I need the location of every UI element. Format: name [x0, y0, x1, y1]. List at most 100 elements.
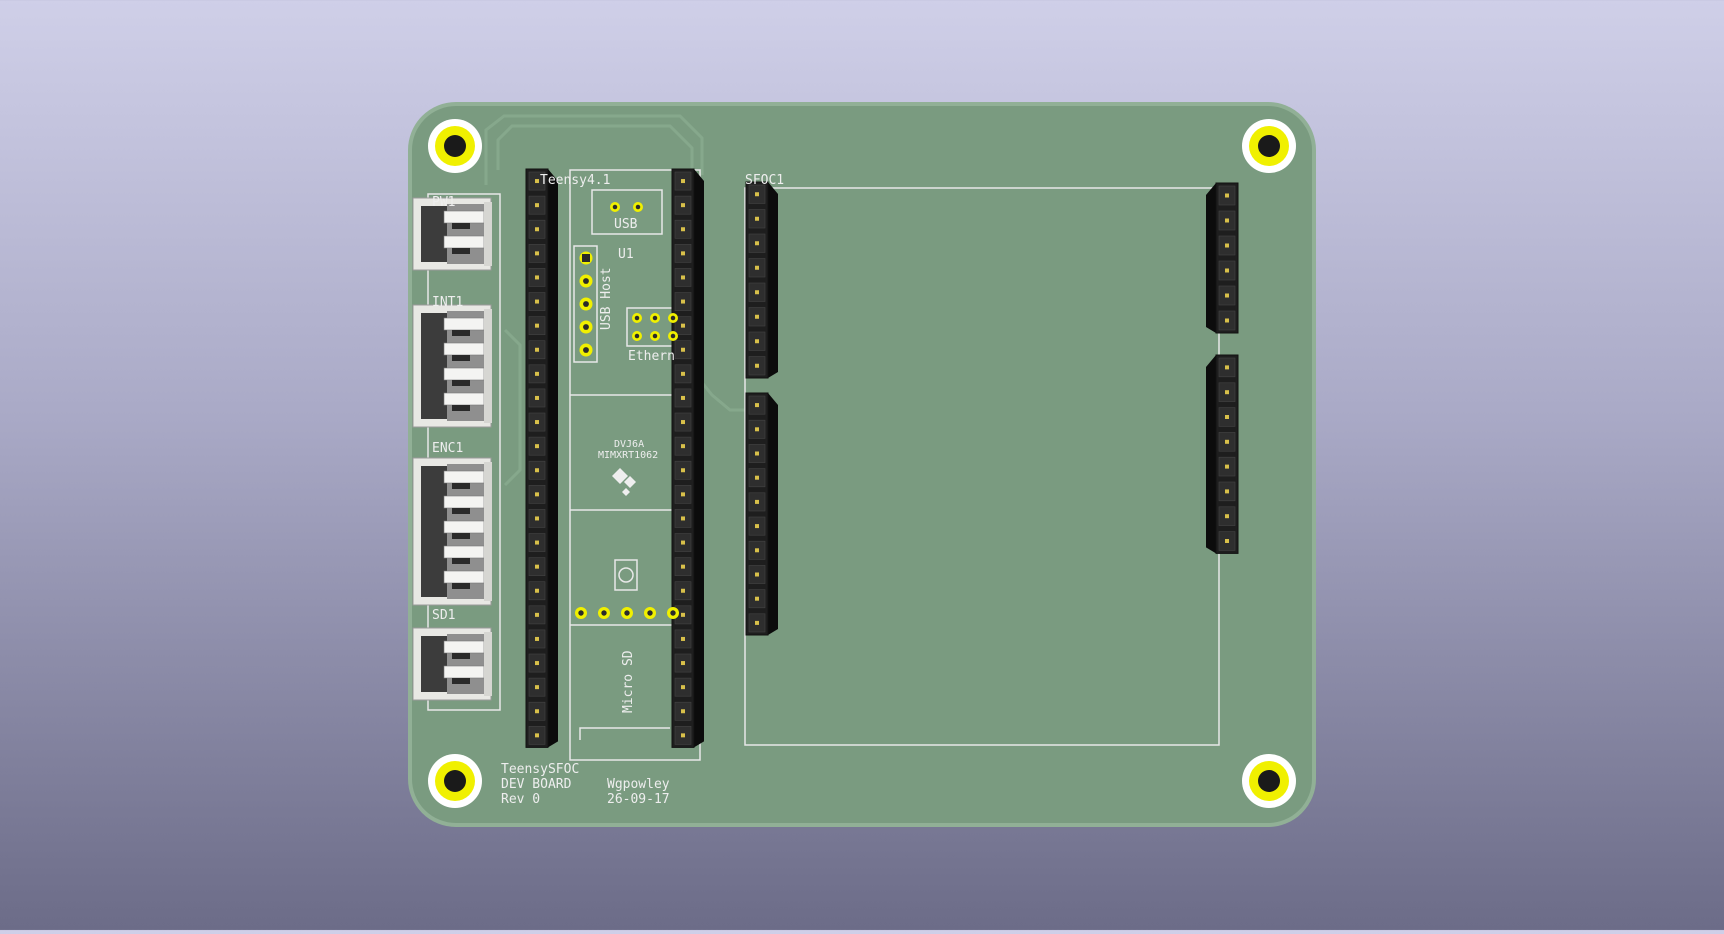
sfoc-left-lower-header [745, 392, 778, 636]
header-pin [748, 516, 766, 536]
header-pin [674, 219, 692, 239]
header-pin [1218, 235, 1236, 256]
mounting-hole-top-left [428, 119, 482, 173]
header-pin [674, 581, 692, 601]
header-pin [1218, 531, 1236, 551]
header-pin [1218, 382, 1236, 402]
ethernet-pad [632, 313, 642, 323]
ethernet-pad [668, 313, 678, 323]
usb-host-pad [579, 297, 593, 311]
micro-sd-pad [575, 607, 587, 619]
header-pin [674, 605, 692, 625]
header-pin [528, 412, 546, 432]
header-pin [748, 540, 766, 560]
header-pin [1218, 310, 1236, 331]
header-pin [528, 557, 546, 576]
header-pin [528, 268, 546, 287]
header-pin [748, 589, 766, 609]
chip-label-line2: MIMXRT1062 [598, 450, 658, 461]
header-pin [748, 444, 766, 463]
header-pin [674, 725, 692, 745]
header-pin [674, 364, 692, 384]
header-pin [528, 605, 546, 625]
header-pin [748, 209, 766, 229]
pw1-ref-label: PW1 [432, 195, 455, 210]
enc1-ref-label: ENC1 [432, 441, 463, 456]
header-pin [528, 340, 546, 360]
sfoc-right-upper-header [1206, 182, 1239, 334]
header-pin [674, 460, 692, 480]
header-pin [528, 725, 546, 745]
mounting-hole-bottom-left [428, 754, 482, 808]
header-pin [748, 356, 766, 376]
header-pin [748, 468, 766, 488]
header-pin [674, 509, 692, 528]
ethernet-pad [632, 331, 642, 341]
header-pin [528, 629, 546, 649]
chip-label-line1: DVJ6A [614, 439, 644, 450]
pcb-board [408, 102, 1316, 827]
sd1-ref-label: SD1 [432, 608, 455, 623]
ethernet-label: Ethern [628, 349, 675, 364]
micro-sd-pad [667, 607, 679, 619]
usb-host-pad [579, 274, 593, 288]
usb-host-pad [579, 320, 593, 334]
header-pin [528, 509, 546, 528]
title-block-date: 26-09-17 [607, 792, 670, 807]
header-pin [528, 460, 546, 480]
usb-pad [633, 202, 643, 212]
header-pin [528, 436, 546, 456]
header-pin [748, 395, 766, 415]
header-pin [674, 340, 692, 360]
header-pin [528, 388, 546, 408]
header-pin [674, 268, 692, 287]
usb-pad [610, 202, 620, 212]
header-pin [748, 233, 766, 253]
header-pin [528, 364, 546, 384]
header-pin [674, 244, 692, 263]
micro-sd-pad [644, 607, 656, 619]
header-pin [674, 653, 692, 673]
nxp-logo-icon [612, 468, 636, 496]
connector-int1 [412, 304, 492, 428]
header-pin [674, 557, 692, 576]
header-pin [748, 565, 766, 584]
micro-sd-label: Micro SD [621, 650, 636, 713]
mounting-hole-top-right [1242, 119, 1296, 173]
header-pin [674, 484, 692, 504]
header-pin [748, 258, 766, 278]
header-pin [528, 219, 546, 239]
header-pin [528, 484, 546, 504]
header-pin [1218, 407, 1236, 427]
connector-sd1 [412, 627, 492, 701]
header-pin [1218, 185, 1236, 206]
title-block-name: TeensySFOC [501, 762, 579, 777]
header-pin [528, 316, 546, 336]
title-block-author: Wgpowley [607, 777, 670, 792]
header-pin [674, 412, 692, 432]
sfoc1-ref-label: SFOC1 [745, 173, 784, 188]
header-pin [1218, 210, 1236, 231]
header-pin [674, 195, 692, 215]
header-pin [1218, 285, 1236, 306]
header-pin [1218, 456, 1236, 477]
header-pin [1218, 481, 1236, 502]
header-pin [748, 492, 766, 512]
header-pin [748, 282, 766, 302]
header-pin [528, 653, 546, 673]
header-pin [674, 629, 692, 649]
usb-host-pin1-square [582, 254, 590, 262]
header-pin [528, 581, 546, 601]
header-pin [528, 677, 546, 697]
ethernet-pad [668, 331, 678, 341]
header-pin [674, 677, 692, 697]
ethernet-pad [650, 331, 660, 341]
copper-traces [484, 114, 760, 487]
header-pin [1218, 506, 1236, 526]
usb-host-pad [579, 343, 593, 357]
header-pin [674, 533, 692, 552]
usb-host-label: USB Host [599, 267, 614, 330]
connector-pw1 [412, 197, 492, 271]
